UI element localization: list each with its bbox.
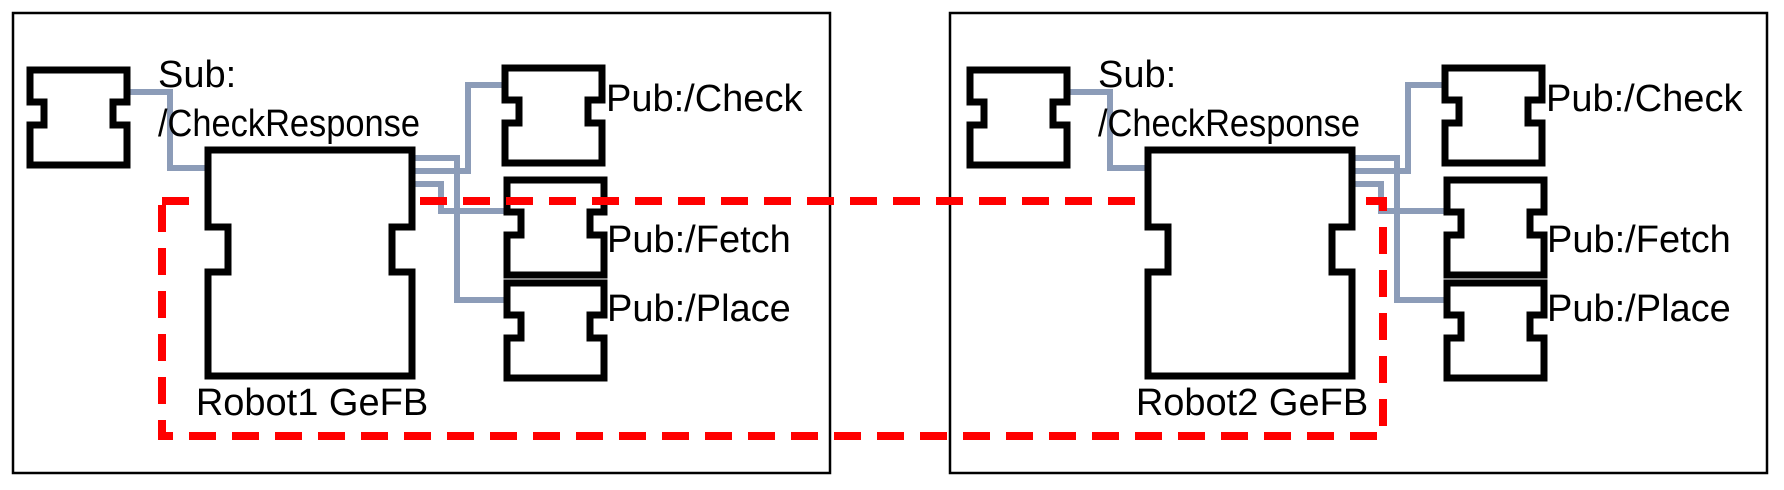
publisher-block-place-robot1 <box>503 279 608 382</box>
pub-topic-label-fetch: Pub:/Fetch <box>1547 219 1731 261</box>
subscriber-block-robot1 <box>26 66 131 169</box>
panel-robot2-border <box>948 11 1769 475</box>
main-block-robot2-gefb <box>1144 146 1356 380</box>
publisher-block-check-robot2 <box>1441 64 1546 167</box>
main-block-name-label: Robot2 GeFB <box>1136 382 1368 424</box>
main-block-robot1-gefb <box>204 146 416 380</box>
sub-topic-label-line1: Sub: <box>1098 54 1176 96</box>
pub-topic-label-check: Pub:/Check <box>1546 78 1743 120</box>
pub-topic-label-check: Pub:/Check <box>606 78 803 120</box>
pub-topic-label-fetch: Pub:/Fetch <box>607 219 791 261</box>
sub-topic-label-line1: Sub: <box>158 54 236 96</box>
pub-topic-label-place: Pub:/Place <box>607 288 791 330</box>
panel-robot1-border <box>11 11 832 475</box>
red-dashed-coordination-loop <box>158 197 1387 440</box>
publisher-block-check-robot1 <box>501 64 606 167</box>
wire-sub-to-main <box>1067 89 1148 171</box>
wire-main-to-pub-check <box>1352 82 1445 174</box>
main-block-name-label: Robot1 GeFB <box>196 382 428 424</box>
wire-main-to-pub-check <box>412 82 505 174</box>
pub-topic-label-place: Pub:/Place <box>1547 288 1731 330</box>
function-blocks-small <box>26 64 1548 382</box>
wire-main-to-pub-place <box>412 155 507 303</box>
publisher-block-fetch-robot1 <box>503 176 608 279</box>
publisher-block-place-robot2 <box>1443 279 1548 382</box>
sub-topic-label-line2: /CheckResponse <box>158 103 420 145</box>
panel-robot2-labels: Sub: /CheckResponse Robot2 GeFB Pub:/Che… <box>1098 54 1743 424</box>
subscriber-block-robot2 <box>966 66 1071 169</box>
panel-robot1-labels: Sub: /CheckResponse Robot1 GeFB Pub:/Che… <box>158 54 803 424</box>
wire-sub-to-main <box>127 89 208 171</box>
sub-topic-label-line2: /CheckResponse <box>1098 103 1360 145</box>
publisher-block-fetch-robot2 <box>1443 176 1548 279</box>
wire-main-to-pub-place <box>1352 155 1447 303</box>
